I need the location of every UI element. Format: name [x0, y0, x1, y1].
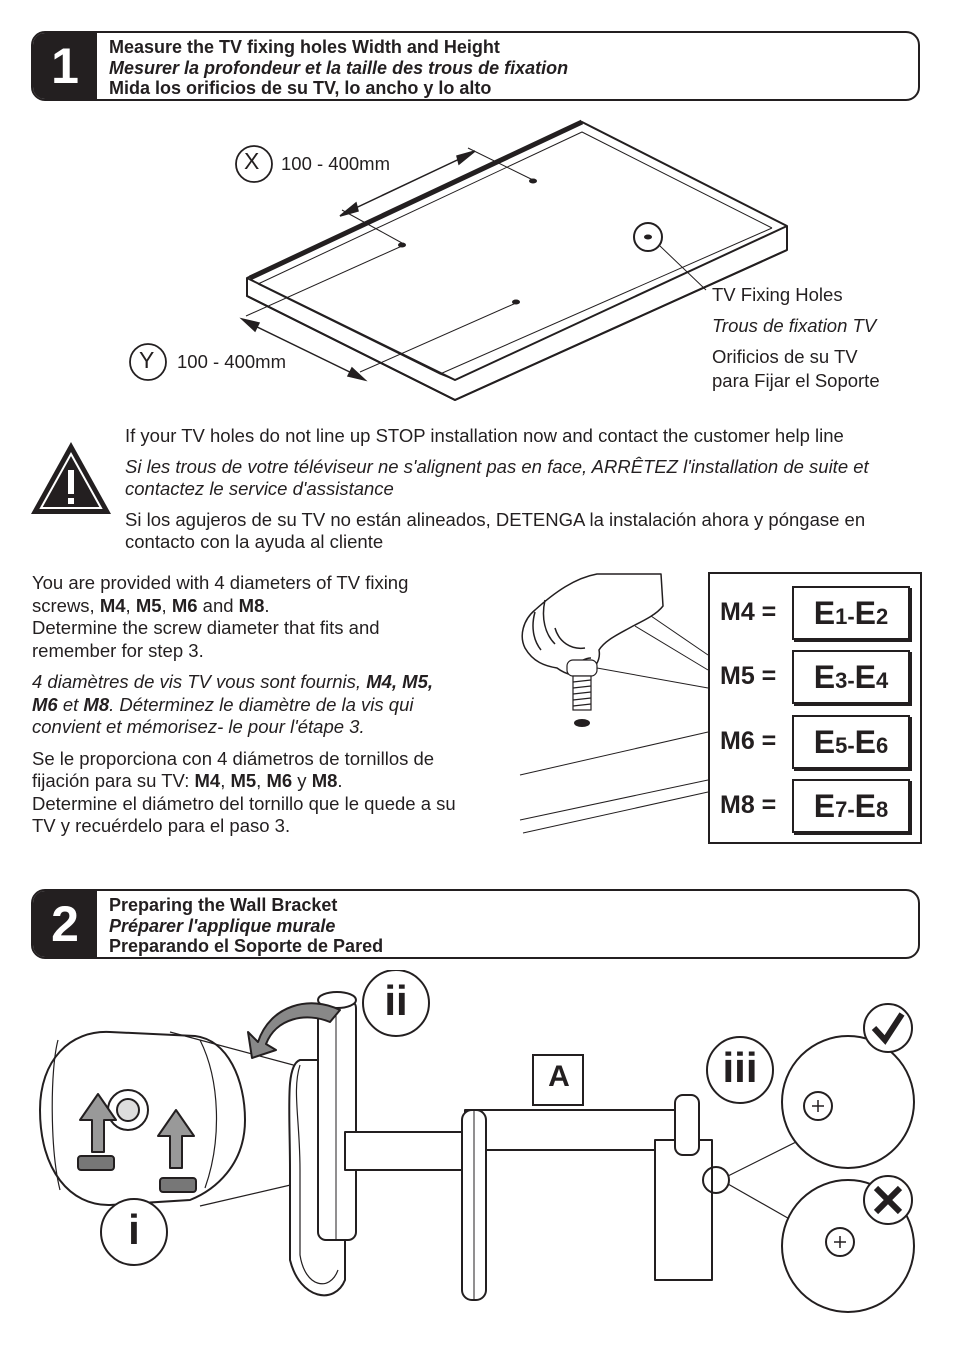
screw-size: M4 = [720, 598, 777, 626]
checkmark-icon [863, 1003, 913, 1053]
code-dash: - [847, 604, 855, 629]
m5-label: M5 [230, 770, 257, 791]
x-symbol: X [244, 148, 260, 174]
screws-fr: 4 diamètres de vis TV vous sont fournis,… [32, 671, 462, 739]
m5-label: M5 [135, 594, 162, 616]
label-iii: iii [722, 1044, 758, 1091]
step-title-en: Measure the TV fixing holes Width and He… [109, 37, 500, 57]
screws-es: Se le proporciona con 4 diámetros de tor… [32, 748, 462, 838]
screws-en-text: You are provided with 4 diameters of TV … [32, 572, 409, 616]
step-title-fr: Préparer l'applique murale [109, 915, 336, 936]
sep: , [220, 770, 231, 791]
code-e: E [854, 595, 876, 631]
code-n: 4 [876, 668, 889, 693]
code-dash: - [847, 668, 855, 693]
step-title-es: Mida los orificios de su TV, lo ancho y … [109, 78, 492, 98]
holes-es-1: Orificios de su TV [712, 346, 858, 367]
code-n: 5 [835, 733, 848, 758]
warning-triangle-icon [31, 442, 111, 514]
step-title-en: Preparing the Wall Bracket [109, 895, 338, 915]
screw-code: E3-E4 [792, 650, 910, 704]
m4-label: M4 [99, 594, 126, 616]
code-n: 2 [876, 604, 889, 629]
sep: , [256, 770, 267, 791]
screw-row-m8: M8 = E7-E8 [710, 779, 920, 835]
screw-code: E5-E6 [792, 715, 910, 769]
code-e: E [813, 724, 836, 760]
tv-back-diagram [129, 119, 788, 401]
warning-en: If your TV holes do not line up STOP ins… [125, 425, 844, 446]
warning-es: Si los agujeros de su TV no están alinea… [125, 508, 866, 553]
code-e: E [813, 659, 836, 695]
fixing-holes [398, 178, 652, 305]
tv-fixing-holes-label: TV Fixing Holes Trous de fixation TV Ori… [712, 279, 880, 393]
code-e: E [854, 659, 876, 695]
screw-size: M8 = [720, 791, 777, 819]
screws-es-and: y [292, 770, 312, 791]
step-title-fr: Mesurer la profondeur et la taille des t… [109, 57, 569, 78]
screws-fr-and: et [57, 693, 84, 715]
label-i: i [128, 1206, 140, 1253]
screw-code: E1-E2 [792, 586, 910, 640]
screws-es-determine: Determine el diámetro del tornillo que l… [32, 792, 456, 837]
m4-label: M4 [194, 770, 221, 791]
screw-row-m4: M4 = E1-E2 [710, 586, 920, 642]
m6-label: M6 [171, 594, 198, 616]
code-n: 7 [835, 797, 848, 822]
m8-label: M8 [83, 693, 110, 715]
step-title-es: Preparando el Soporte de Pared [109, 936, 384, 956]
code-n: 1 [835, 604, 848, 629]
wall-bracket-diagram [39, 970, 915, 1313]
code-n: 3 [835, 668, 848, 693]
code-e: E [813, 595, 836, 631]
sep: , [125, 594, 136, 616]
m8-label: M8 [238, 594, 265, 616]
hand-screw-illustration [519, 573, 709, 834]
sep: , [161, 594, 172, 616]
label-a: A [548, 1060, 570, 1093]
step-number: 2 [33, 891, 97, 957]
screw-size: M6 = [720, 727, 777, 755]
code-e: E [854, 788, 876, 824]
code-dash: - [847, 797, 855, 822]
screws-es-end: . [337, 770, 343, 791]
warning-text: If your TV holes do not line up STOP ins… [125, 425, 930, 562]
warning-fr: Si les trous de votre téléviseur ne s'al… [125, 455, 869, 500]
m8-label: M8 [311, 770, 338, 791]
screws-en-determine: Determine the screw diameter that fits a… [32, 617, 380, 661]
code-e: E [813, 788, 836, 824]
screw-size-table: M4 = E1-E2 M5 = E3-E4 M6 = E5-E6 M8 = E7… [708, 572, 922, 844]
screws-en-and: and [197, 594, 239, 616]
screws-fr-determine: . Déterminez le diamètre de la vis qui c… [32, 693, 414, 738]
screw-row-m5: M5 = E3-E4 [710, 650, 920, 706]
screw-size: M5 = [720, 662, 777, 690]
step-2-header: 2 Preparing the Wall Bracket Préparer l'… [31, 889, 920, 959]
screw-instructions: You are provided with 4 diameters of TV … [32, 572, 462, 847]
cross-icon [863, 1175, 913, 1225]
holes-es-2: para Fijar el Soporte [712, 370, 880, 391]
screw-code: E7-E8 [792, 779, 910, 833]
holes-fr: Trous de fixation TV [712, 315, 877, 336]
y-symbol: Y [139, 347, 155, 373]
x-range: 100 - 400mm [281, 153, 390, 174]
code-n: 6 [876, 733, 889, 758]
m6-label: M6 [266, 770, 293, 791]
screw-row-m6: M6 = E5-E6 [710, 715, 920, 771]
screws-en: You are provided with 4 diameters of TV … [32, 572, 462, 662]
m4m5m6-label: M4, M5, M6 [32, 671, 434, 715]
code-n: 8 [876, 797, 889, 822]
screws-es-text: Se le proporciona con 4 diámetros de tor… [32, 747, 435, 792]
holes-en: TV Fixing Holes [712, 284, 843, 305]
screws-en-end: . [264, 594, 270, 616]
label-ii: ii [384, 977, 408, 1024]
step-1-header: 1 Measure the TV fixing holes Width and … [31, 31, 920, 101]
code-e: E [854, 724, 876, 760]
step-number: 1 [33, 33, 97, 99]
screws-fr-text: 4 diamètres de vis TV vous sont fournis, [32, 671, 367, 692]
code-dash: - [847, 733, 855, 758]
y-range: 100 - 400mm [177, 351, 286, 372]
